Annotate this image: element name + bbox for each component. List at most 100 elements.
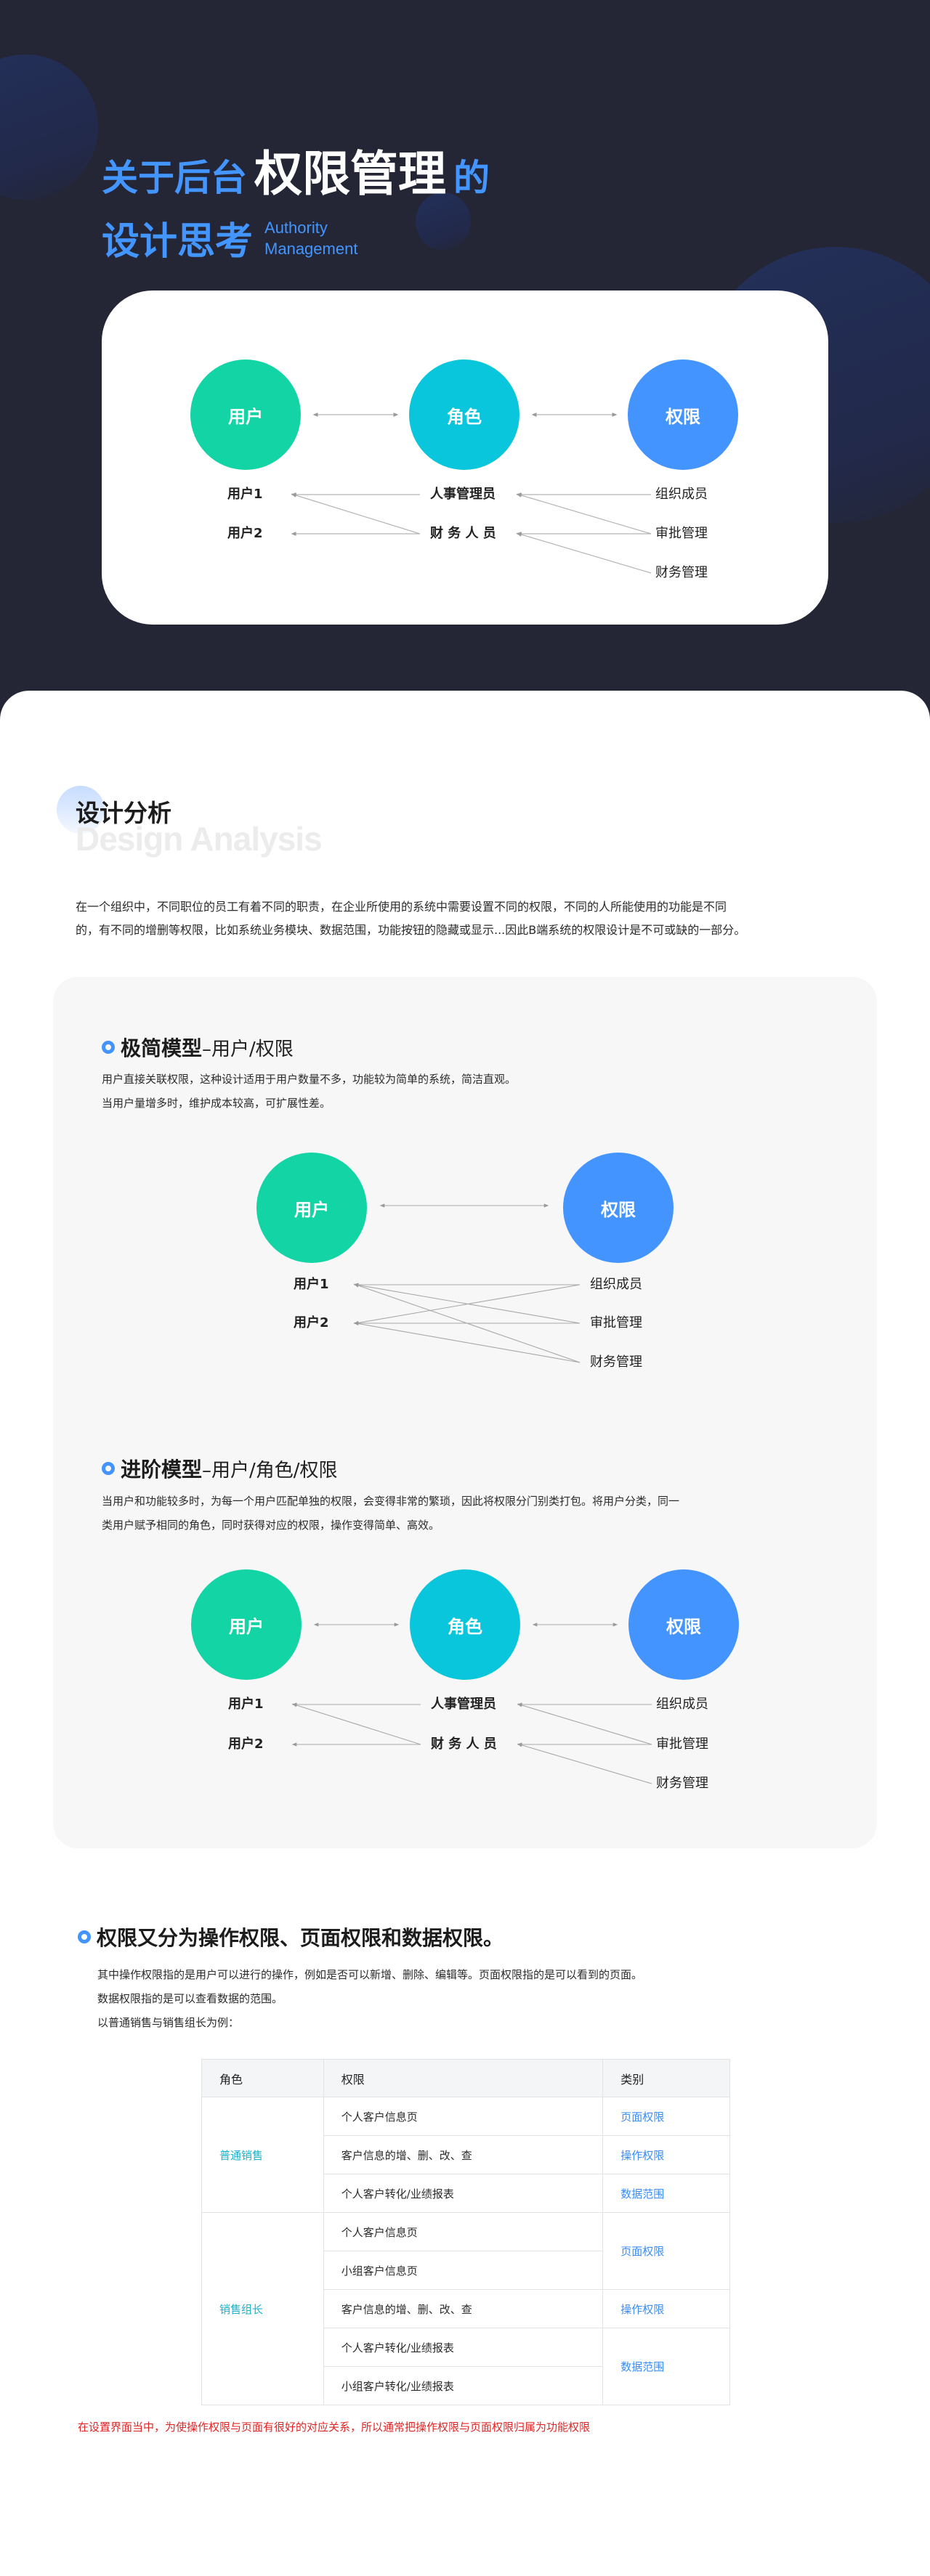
subtitle-en-line1: Authority	[264, 218, 328, 237]
user-label: 用户2	[294, 1315, 329, 1330]
category-cell: 数据范围	[602, 2328, 730, 2405]
permission-cell: 个人客户信息页	[323, 2212, 604, 2251]
section-decoration	[57, 786, 105, 834]
heading-light: –用户/角色/权限	[202, 1459, 338, 1482]
permission-label: 审批管理	[590, 1315, 642, 1330]
node-user: 用户	[191, 1569, 302, 1680]
node-permission: 权限	[563, 1153, 674, 1263]
section-title: 设计分析	[76, 799, 171, 827]
node-user: 用户	[256, 1153, 367, 1263]
permission-label: 审批管理	[655, 526, 708, 541]
node-role: 角色	[409, 359, 519, 470]
permission-cell: 客户信息的增、删、改、查	[323, 2135, 604, 2174]
user-label: 用户2	[227, 526, 263, 541]
permissions-table: 角色 权限 类别 普通销售 个人客户信息页 页面权限 客户信息的增、删、改、查 …	[201, 2059, 730, 2405]
permission-label: 财务管理	[655, 565, 708, 580]
bullet-ring-icon	[102, 1462, 115, 1475]
node-label: 角色	[447, 406, 482, 427]
permission-types-heading: 权限又分为操作权限、页面权限和数据权限。	[78, 1922, 504, 1951]
desc-line: 其中操作权限指的是用户可以进行的操作，例如是否可以新增、删除、编辑等。页面权限指…	[97, 1968, 643, 1981]
role-label: 人事管理员	[430, 487, 496, 502]
table-row: 销售组长 个人客户信息页 页面权限	[201, 2212, 730, 2405]
table-row: 个人客户转化/业绩报表 数据范围	[202, 2174, 730, 2213]
simple-model-desc: 用户直接关联权限，这种设计适用于用户数量不多，功能较为简单的系统，简洁直观。 当…	[102, 1068, 516, 1116]
category-cell: 操作权限	[602, 2289, 730, 2328]
role-label: 财 务 人 员	[430, 526, 496, 541]
permission-label: 组织成员	[656, 1697, 708, 1712]
permission-cell: 小组客户转化/业绩报表	[323, 2366, 604, 2405]
user-label: 用户2	[228, 1736, 264, 1752]
permission-cell: 个人客户信息页	[323, 2097, 604, 2136]
node-user: 用户	[190, 359, 301, 470]
node-label: 用户	[294, 1199, 329, 1220]
permission-cell: 个人客户转化/业绩报表	[323, 2328, 604, 2367]
permission-label: 财务管理	[656, 1776, 708, 1791]
intro-line: 的，有不同的增删等权限，比如系统业务模块、数据范围，功能按钮的隐藏或显示...因…	[76, 923, 746, 937]
heading-light: –用户/权限	[202, 1038, 294, 1060]
desc-line: 数据权限指的是可以查看数据的范围。	[97, 1992, 283, 2005]
footnote: 在设置界面当中，为使操作权限与页面有很好的对应关系，所以通常把操作权限与页面权限…	[78, 2421, 591, 2434]
section-title-en: Design Analysis	[76, 820, 323, 858]
permission-cell: 客户信息的增、删、改、查	[323, 2289, 604, 2328]
permission-cell: 小组客户信息页	[323, 2251, 604, 2290]
column-header: 角色	[201, 2059, 324, 2097]
role-label: 人事管理员	[431, 1697, 496, 1712]
table-row: 小组客户转化/业绩报表	[202, 2366, 730, 2405]
advanced-model-heading: 进阶模型 –用户/角色/权限	[102, 1454, 338, 1483]
column-header: 权限	[323, 2059, 604, 2097]
column-header: 类别	[602, 2059, 730, 2097]
decorative-circle	[416, 192, 471, 251]
table-header-row: 角色 权限 类别	[201, 2059, 730, 2097]
node-label: 用户	[228, 406, 263, 427]
node-label: 权限	[666, 1616, 701, 1637]
node-label: 角色	[448, 1616, 482, 1637]
heading-strong: 权限又分为操作权限、页面权限和数据权限。	[97, 1926, 504, 1950]
desc-line: 以普通销售与销售组长为例：	[97, 2016, 240, 2029]
node-label: 用户	[229, 1616, 264, 1637]
permission-label: 组织成员	[590, 1277, 642, 1292]
table-row: 个人客户转化/业绩报表 数据范围	[202, 2328, 730, 2405]
page-title: 关于后台权限管理的	[102, 135, 490, 205]
role-cell: 销售组长	[201, 2212, 324, 2405]
user-label: 用户1	[294, 1277, 329, 1292]
node-label: 权限	[666, 406, 700, 427]
intro-line: 在一个组织中，不同职位的员工有着不同的职责，在企业所使用的系统中需要设置不同的权…	[76, 900, 727, 914]
category-cell: 数据范围	[602, 2174, 730, 2213]
node-permission: 权限	[628, 359, 738, 470]
user-label: 用户1	[228, 1697, 264, 1712]
advanced-model-desc: 当用户和功能较多时，为每一个用户匹配单独的权限，会变得非常的繁琐，因此将权限分门…	[102, 1490, 679, 1537]
subtitle-en: Authority Management	[264, 217, 357, 259]
permission-types-desc: 其中操作权限指的是用户可以进行的操作，例如是否可以新增、删除、编辑等。页面权限指…	[97, 1963, 642, 2035]
role-cell: 普通销售	[201, 2097, 324, 2213]
table-row: 普通销售 个人客户信息页 页面权限	[201, 2097, 730, 2213]
bullet-ring-icon	[102, 1041, 115, 1054]
decorative-circle	[0, 54, 98, 200]
permission-label: 组织成员	[655, 487, 708, 502]
page-subtitle: 设计思考 Authority Management	[102, 211, 357, 265]
permission-label: 财务管理	[590, 1354, 642, 1370]
title-line2: 设计思考	[102, 220, 254, 264]
title-part2: 的	[453, 157, 490, 199]
node-role: 角色	[410, 1569, 520, 1680]
node-label: 权限	[601, 1199, 636, 1220]
category-cell: 操作权限	[602, 2135, 730, 2174]
desc-line: 类用户赋予相同的角色，同时获得对应的权限，操作变得简单、高效。	[102, 1519, 440, 1532]
subtitle-en-line2: Management	[264, 239, 358, 258]
category-cell: 页面权限	[602, 2097, 730, 2136]
desc-line: 用户直接关联权限，这种设计适用于用户数量不多，功能较为简单的系统，简洁直观。	[102, 1073, 517, 1086]
simple-model-heading: 极简模型 –用户/权限	[102, 1033, 294, 1062]
bullet-ring-icon	[78, 1930, 91, 1943]
table-row: 客户信息的增、删、改、查 操作权限	[202, 2289, 730, 2328]
desc-line: 当用户量增多时，维护成本较高，可扩展性差。	[102, 1097, 331, 1110]
category-cell: 页面权限	[602, 2212, 730, 2290]
desc-line: 当用户和功能较多时，为每一个用户匹配单独的权限，会变得非常的繁琐，因此将权限分门…	[102, 1495, 680, 1508]
models-panel	[53, 977, 877, 1848]
permission-cell: 个人客户转化/业绩报表	[323, 2174, 604, 2213]
heading-strong: 极简模型	[121, 1036, 203, 1060]
user-label: 用户1	[227, 487, 263, 502]
heading-strong: 进阶模型	[121, 1458, 203, 1482]
permission-label: 审批管理	[656, 1736, 708, 1752]
role-label: 财 务 人 员	[431, 1736, 497, 1752]
node-permission: 权限	[628, 1569, 739, 1680]
table-row: 客户信息的增、删、改、查 操作权限	[202, 2135, 730, 2174]
